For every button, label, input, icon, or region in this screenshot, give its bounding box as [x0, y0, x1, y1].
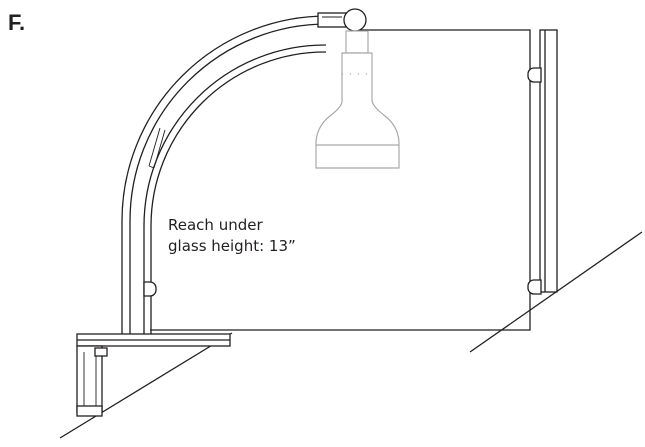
light-bar-cap [317, 12, 347, 28]
arch-post-inner-inner-curve [150, 51, 327, 335]
arch-post-inner-curve [143, 44, 327, 335]
reach-height-annotation: Reach under glass height: 13” [168, 215, 296, 257]
arch-post-outer-inner-curve [129, 23, 329, 335]
glass-panel-outline [150, 29, 531, 331]
right-top-glass-clamp [527, 67, 542, 83]
right-bottom-glass-clamp [527, 279, 542, 295]
heat-lamp-stem [345, 30, 369, 54]
right-post [539, 29, 558, 293]
annotation-line-2: glass height: 13” [168, 237, 296, 255]
heat-lamp [315, 30, 400, 169]
arch-slot-detail-3 [148, 165, 155, 169]
annotation-line-1: Reach under [168, 216, 263, 234]
base-clamp-knob [94, 347, 108, 357]
left-counter-edge-line [59, 332, 233, 439]
base-clamp-foot [76, 405, 103, 417]
heat-lamp-shade [315, 52, 400, 169]
left-glass-clamp [143, 281, 157, 297]
arch-end-knob [343, 8, 367, 32]
arch-post-outer-curve [121, 15, 329, 335]
base-clamp-body [76, 345, 103, 413]
arch-slot-detail-1 [148, 127, 161, 167]
panel-letter: F. [8, 10, 26, 35]
arch-slot-detail-2 [153, 129, 166, 169]
